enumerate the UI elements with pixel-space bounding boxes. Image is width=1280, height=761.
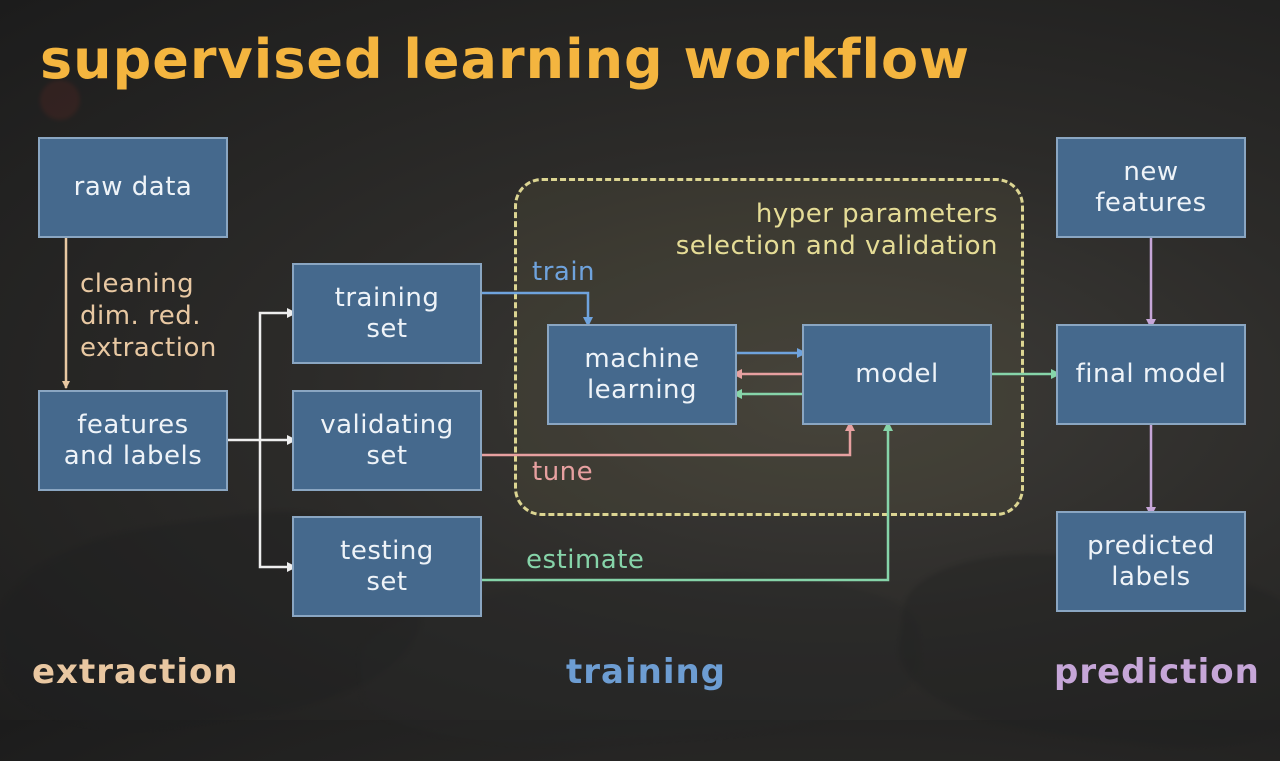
- train-label: train: [532, 257, 596, 287]
- tune-label: tune: [532, 457, 594, 487]
- page-title: supervised learning workflow: [40, 28, 970, 91]
- validating-set-box: validating set: [292, 390, 482, 491]
- section-label-prediction: prediction: [1054, 652, 1260, 692]
- estimate-label: estimate: [526, 545, 645, 575]
- cleaning-label: cleaning dim. red. extraction: [80, 269, 217, 363]
- testing-set-box: testing set: [292, 516, 482, 617]
- raw-data-box: raw data: [38, 137, 228, 238]
- arrow-estimate: [482, 421, 893, 582]
- machine-learning-box: machine learning: [547, 324, 737, 425]
- arrow-features-to-training: [258, 308, 297, 440]
- final-model-box: final model: [1056, 324, 1246, 425]
- new-features-box: new features: [1056, 137, 1246, 238]
- arrow-features-to-testing: [258, 440, 297, 572]
- section-label-training: training: [566, 652, 727, 692]
- predicted-labels-box: predicted labels: [1056, 511, 1246, 612]
- training-set-box: training set: [292, 263, 482, 364]
- hyper-parameters-label: hyper parameters selection and validatio…: [675, 199, 998, 261]
- arrow-tune: [482, 421, 855, 457]
- model-box: model: [802, 324, 992, 425]
- diagram-arrows: [62, 238, 1156, 582]
- arrow-train: [482, 291, 593, 327]
- section-label-extraction: extraction: [32, 652, 239, 692]
- background-light-spot: [40, 80, 80, 120]
- features-and-labels-box: features and labels: [38, 390, 228, 491]
